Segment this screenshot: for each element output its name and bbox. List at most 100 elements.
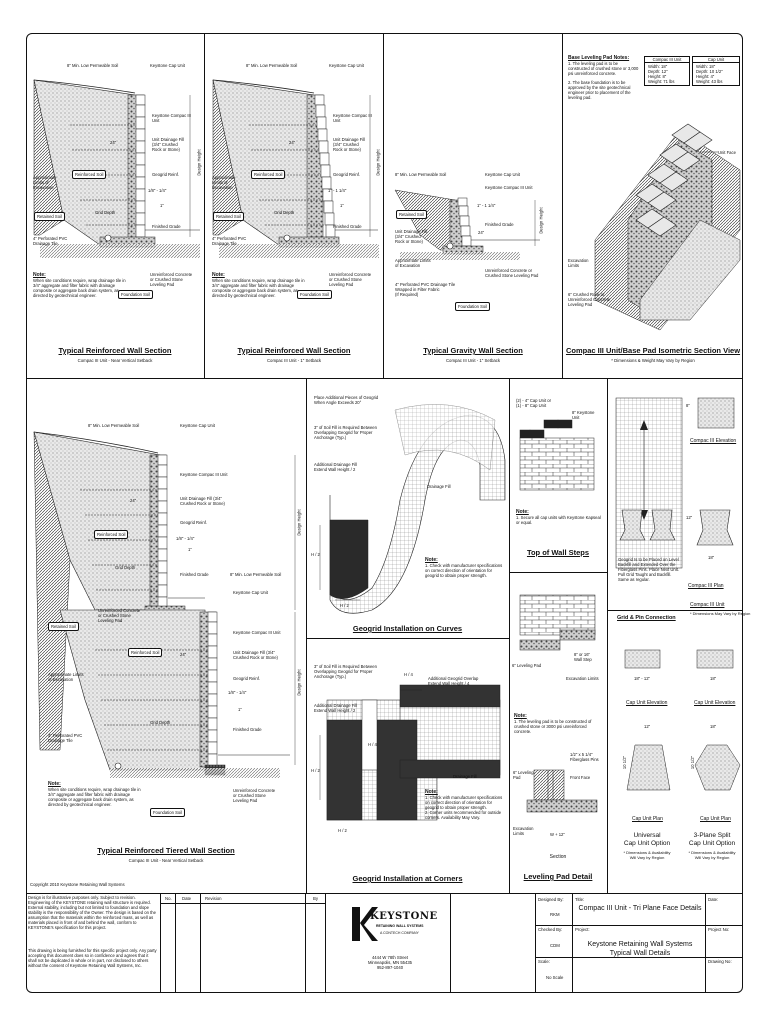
label: Unreinforced Concrete or Crushed Stone L…	[329, 272, 372, 287]
label: Grid Depth	[95, 210, 116, 215]
label: Design Height	[296, 669, 302, 696]
label: 8" Min. Low Permeable Soil	[88, 423, 140, 428]
scale: No Scale	[546, 975, 564, 980]
keystone-logo: KEYSTONE RETAINING WALL SYSTEMS A CONTEC…	[350, 905, 437, 945]
panel-title: Geogrid Installation on Curves	[352, 624, 463, 633]
label: Keystone Compac III Unit	[233, 630, 281, 635]
label: 1"	[188, 547, 192, 552]
label: 3" of Soil Fill is Required Between Over…	[314, 425, 377, 440]
label: Geogrid Reinf.	[180, 520, 207, 525]
label: 4" Perforated PVC Drainage Tile	[212, 236, 247, 246]
label: 8" Min. Low Permeable Soil	[395, 172, 447, 177]
label: Keystone Cap Unit	[233, 590, 268, 595]
label: (2) - 4" Cap Unit or (1) - 8" Cap Unit	[516, 398, 551, 408]
label: * Dimensions May Vary by Region	[690, 611, 751, 616]
label: 10 1/2"	[622, 755, 628, 770]
label: 18"	[710, 676, 717, 681]
divider	[509, 378, 510, 893]
label: Retained Soil	[213, 212, 244, 221]
label: Drainage Fill	[453, 774, 477, 779]
pin-note: Geogrid Is to be Placed on Level Backfil…	[618, 557, 679, 582]
label: 1" - 1 1/4"	[477, 203, 496, 208]
label: Keystone Cap Unit	[180, 423, 215, 428]
panel-title: Top of Wall Steps	[526, 548, 590, 557]
disclaimer-2: This drawing is being furnished for this…	[28, 948, 157, 968]
label: Keystone Compac III Unit	[152, 113, 191, 123]
panel-title: Geogrid Installation at Corners	[352, 874, 463, 883]
label: Unit Drainage Fill (3/4" Crushed Rock or…	[152, 137, 185, 152]
label: Additional Geogrid Overlap Extend Wall H…	[428, 676, 479, 686]
designed-by-label: Designed By:	[538, 897, 564, 902]
label: Keystone Cap Unit	[329, 63, 364, 68]
label: 1"	[238, 707, 242, 712]
label: Unit Face	[718, 150, 736, 155]
divider	[509, 572, 607, 573]
label: Unreinforced Concrete or Crushed Stone L…	[485, 268, 539, 278]
panel-title: Typical Reinforced Tiered Wall Section	[97, 846, 235, 855]
divider	[562, 33, 563, 378]
label: Excavation Limits	[568, 258, 589, 268]
label: H / 4	[404, 672, 413, 677]
title-label: Title:	[575, 897, 585, 902]
note: Note:1. Check with manufacturer specific…	[425, 557, 503, 579]
label: Finished Grade	[485, 222, 514, 227]
drawing-no-label: Drawing No:	[708, 959, 732, 964]
panel-subtitle: Compac III Unit - 1" Setback	[266, 358, 322, 363]
label: Cap Unit Elevation	[626, 700, 668, 706]
label: 8" Min. Low Permeable Soil	[67, 63, 119, 68]
label: Foundation Soil	[118, 290, 154, 299]
label: Retained Soil	[48, 622, 79, 631]
label: Retained Soil	[34, 212, 65, 221]
label: 18"	[708, 555, 715, 560]
label: Reinforced Soil	[251, 170, 286, 179]
label: 1" - 1 1/4"	[328, 188, 347, 193]
label: 10 1/2"	[690, 755, 696, 770]
divider	[607, 378, 608, 893]
panel-title: Typical Reinforced Wall Section	[58, 346, 172, 355]
label: 1/8" - 1/4"	[228, 690, 247, 695]
label: Finished Grade	[333, 224, 362, 229]
rev-header: By	[313, 896, 319, 901]
label: Geogrid Reinf.	[233, 676, 260, 681]
panel-title: Typical Gravity Wall Section	[423, 346, 523, 355]
note: Note:1. Check with manufacturer specific…	[425, 789, 503, 821]
label: Foundation Soil	[150, 808, 186, 817]
label: Section	[549, 854, 567, 860]
label: 12"	[644, 724, 651, 729]
label: 4" Perforated PVC Drainage Tile	[48, 733, 83, 743]
label: Unit Drainage Fill (3/4" Crushed Rock or…	[233, 650, 278, 660]
label: Keystone Cap Unit	[485, 172, 520, 177]
label: Unit Drainage Fill (3/4" Crushed Rock or…	[333, 137, 366, 152]
label: 12"	[686, 515, 693, 520]
note: Note:When site conditions require, wrap …	[33, 272, 126, 299]
label: Grid Depth	[274, 210, 295, 215]
label: Excavation Limits	[513, 826, 534, 836]
checked-by-label: Checked By:	[538, 927, 563, 932]
label: Approximate Limits of Excavation	[48, 672, 84, 682]
rev-header: No.	[165, 896, 172, 901]
label: Compac III Elevation	[690, 438, 737, 444]
divider	[306, 378, 307, 893]
label: Cap Unit Plan	[632, 816, 663, 822]
label: Approximate Limits of Excavation	[212, 175, 236, 190]
label: H / 2	[311, 552, 320, 557]
label: 6" Leveling Pad	[512, 663, 542, 668]
label: H / 2	[340, 603, 349, 608]
label: 3" of Soil Fill is Required Between Over…	[314, 664, 377, 679]
label: 4" Perforated PVC Drainage Tile	[33, 236, 68, 246]
label: 1/2" x 5 1/4" Fiberglass Pins	[570, 752, 599, 762]
label: 24"	[478, 230, 485, 235]
label: Design Height	[375, 149, 381, 176]
note: Note:When site conditions require, wrap …	[48, 781, 141, 808]
copyright: Copyright 2010 Keystone Retaining Wall S…	[30, 882, 125, 887]
label: H / 4	[368, 742, 377, 747]
label: Foundation Soil	[297, 290, 333, 299]
panel-subtitle: Compac III Unit - 1" Setback	[445, 358, 501, 363]
project-name: Keystone Retaining Wall Systems Typical …	[587, 941, 693, 957]
drawing-title: Compac III Unit - Tri Plane Face Details	[578, 905, 702, 912]
label: 1/8" - 1/4"	[176, 536, 195, 541]
project-no-label: Project No:	[708, 927, 730, 932]
label: Geogrid Reinf.	[333, 172, 360, 177]
label: Place Additional Pieces of Geogrid When …	[314, 395, 379, 405]
label: Unreinforced Concrete or Crushed Stone L…	[150, 272, 193, 287]
